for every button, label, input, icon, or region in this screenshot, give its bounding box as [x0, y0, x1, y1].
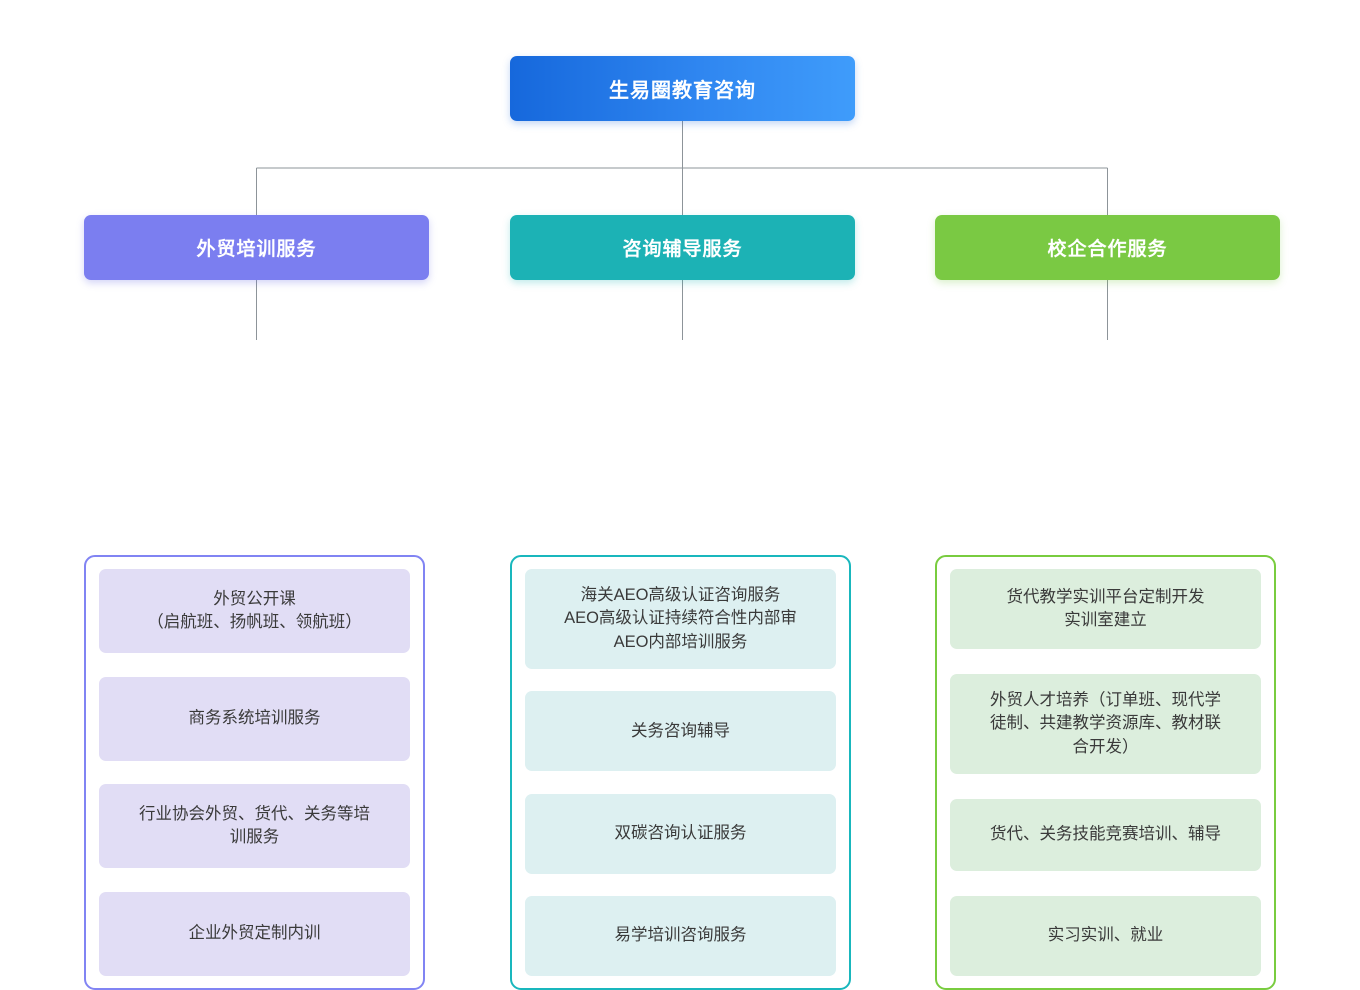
item-card[interactable]: 行业协会外贸、货代、关务等培 训服务	[99, 784, 410, 869]
root-node-label: 生易圈教育咨询	[609, 80, 756, 102]
item-card[interactable]: 商务系统培训服务	[99, 676, 410, 761]
root-node[interactable]: 生易圈教育咨询	[510, 56, 855, 121]
item-card[interactable]: 货代、关务技能竞赛培训、辅导	[950, 799, 1261, 871]
branch-items-container-foreign-trade-training: 外贸公开课 （启航班、扬帆班、领航班） 商务系统培训服务 行业协会外贸、货代、关…	[84, 555, 425, 990]
branch-items-container-consulting-tutoring: 海关AEO高级认证咨询服务 AEO高级认证持续符合性内部审 AEO内部培训服务 …	[510, 555, 851, 990]
branch-column-foreign-trade-training: 外贸培训服务 外贸公开课 （启航班、扬帆班、领航班） 商务系统培训服务 行业协会…	[84, 215, 429, 990]
item-card[interactable]: 易学培训咨询服务	[525, 895, 836, 976]
branch-header-school-enterprise-cooperation[interactable]: 校企合作服务	[935, 215, 1280, 280]
branch-header-foreign-trade-training[interactable]: 外贸培训服务	[84, 215, 429, 280]
item-card[interactable]: 外贸人才培养（订单班、现代学 徒制、共建教学资源库、教材联 合开发）	[950, 674, 1261, 774]
item-card[interactable]: 企业外贸定制内训	[99, 891, 410, 976]
item-card[interactable]: 实习实训、就业	[950, 896, 1261, 976]
branch-header-consulting-tutoring[interactable]: 咨询辅导服务	[510, 215, 855, 280]
branch-column-consulting-tutoring: 咨询辅导服务 海关AEO高级认证咨询服务 AEO高级认证持续符合性内部审 AEO…	[510, 215, 855, 990]
item-card[interactable]: 货代教学实训平台定制开发 实训室建立	[950, 569, 1261, 649]
diagram-canvas: 生易圈教育咨询 外贸培训服务 外贸公开课 （启航班、扬帆班、领航班） 商务系统培…	[84, 56, 1280, 990]
item-card[interactable]: 双碳咨询认证服务	[525, 793, 836, 874]
branch-header-label: 外贸培训服务	[196, 239, 317, 260]
item-card[interactable]: 海关AEO高级认证咨询服务 AEO高级认证持续符合性内部审 AEO内部培训服务	[525, 569, 836, 669]
branch-header-label: 校企合作服务	[1047, 239, 1168, 260]
item-card[interactable]: 外贸公开课 （启航班、扬帆班、领航班）	[99, 569, 410, 653]
item-card[interactable]: 关务咨询辅导	[525, 691, 836, 772]
branch-column-school-enterprise-cooperation: 校企合作服务 货代教学实训平台定制开发 实训室建立 外贸人才培养（订单班、现代学…	[935, 215, 1280, 990]
branch-items-container-school-enterprise-cooperation: 货代教学实训平台定制开发 实训室建立 外贸人才培养（订单班、现代学 徒制、共建教…	[935, 555, 1276, 990]
branch-header-label: 咨询辅导服务	[622, 239, 743, 260]
